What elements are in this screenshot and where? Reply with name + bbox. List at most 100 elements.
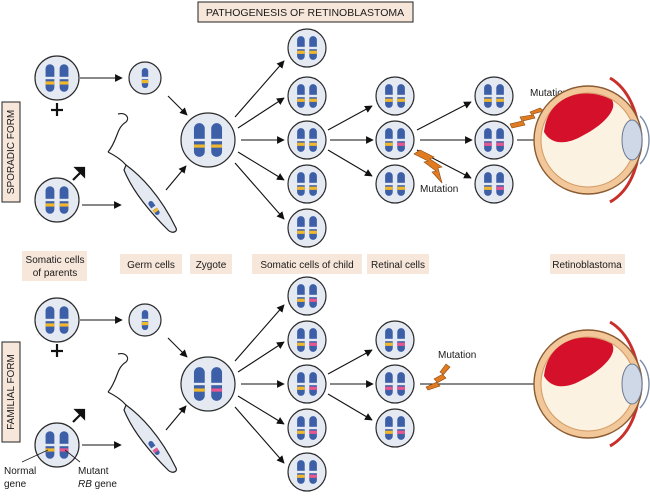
rb-gene-italic: RB <box>78 479 92 490</box>
normal-gene-band <box>297 98 305 102</box>
retinal-cell-carrier <box>375 320 415 360</box>
mutant-gene-band <box>397 142 405 146</box>
normal-gene-band <box>297 342 305 346</box>
centromere <box>308 294 318 298</box>
centromere <box>495 138 505 142</box>
cell-membrane <box>375 364 415 404</box>
normal-gene-label-line1: Normal <box>4 466 36 477</box>
normal-gene-band <box>59 81 69 85</box>
centromere <box>308 470 318 474</box>
normal-gene-band <box>141 80 149 84</box>
centromere <box>296 426 306 430</box>
centromere <box>45 318 55 322</box>
child-somatic-cell-carrier <box>287 452 327 492</box>
lightning-bolt-icon <box>413 149 443 184</box>
centromere <box>308 138 318 142</box>
centromere <box>193 382 206 386</box>
normal-gene-band <box>297 430 305 434</box>
male-symbol-icon <box>72 408 86 423</box>
cell-membrane <box>375 120 415 160</box>
normal-gene-band <box>484 98 492 102</box>
cell-membrane <box>287 276 327 316</box>
label-parents-line1: Somatic cells <box>26 255 85 266</box>
sporadic-sperm-cell <box>107 113 177 233</box>
cell-membrane <box>474 164 514 204</box>
child-somatic-cell-carrier <box>287 276 327 316</box>
familial-sperm-cell <box>107 353 177 473</box>
mutant-gene-band <box>496 186 504 190</box>
egg-cell <box>128 61 162 95</box>
column-labels: Somatic cells of parents Germ cells Zygo… <box>22 251 625 281</box>
retinal-cell-double-mutated <box>474 120 514 160</box>
mutant-gene-label-line1: Mutant <box>78 466 109 477</box>
child-somatic-cell <box>287 164 327 204</box>
cell-membrane <box>287 320 327 360</box>
retinal-cell <box>474 76 514 116</box>
cell-membrane <box>474 76 514 116</box>
cell-membrane <box>34 55 80 101</box>
centromere <box>141 318 149 322</box>
cell-membrane <box>287 164 327 204</box>
centromere <box>296 338 306 342</box>
normal-gene-band <box>397 186 405 190</box>
centromere <box>150 445 158 451</box>
mutant-gene-band <box>152 447 159 454</box>
label-germ-cells: Germ cells <box>127 260 175 271</box>
child-somatic-cell <box>287 28 327 68</box>
normal-gene-band <box>385 342 393 346</box>
centromere <box>396 426 406 430</box>
cell-membrane <box>180 356 236 412</box>
label-parents-line2: of parents <box>33 268 77 279</box>
centromere <box>296 46 306 50</box>
child-somatic-cell <box>287 76 327 116</box>
centromere <box>45 76 55 80</box>
normal-gene-band <box>59 203 69 207</box>
normal-gene-band <box>193 144 205 148</box>
normal-gene-band <box>193 388 205 392</box>
retinal-cell-mutated <box>474 164 514 204</box>
parent-male-cell <box>34 177 80 223</box>
centromere <box>384 94 394 98</box>
mutant-gene-band <box>59 448 69 452</box>
egg-cell <box>128 303 162 337</box>
sporadic-form-label: SPORADIC FORM <box>6 110 17 194</box>
mutant-gene-band <box>397 430 405 434</box>
normal-gene-band <box>297 50 305 54</box>
eye-tumor-icon <box>533 320 650 448</box>
cell-membrane <box>34 177 80 223</box>
centromere <box>396 338 406 342</box>
normal-gene-label-line2: gene <box>4 479 27 490</box>
centromere <box>483 182 493 186</box>
eye-tumor-icon <box>533 76 650 204</box>
centromere <box>59 76 69 80</box>
centromere <box>308 46 318 50</box>
cell-membrane <box>180 112 236 168</box>
tumor-mass <box>544 337 614 387</box>
normal-gene-band <box>309 50 317 54</box>
child-somatic-cell-carrier <box>287 364 327 404</box>
normal-gene-band <box>309 230 317 234</box>
centromere <box>59 443 69 447</box>
normal-gene-band <box>297 230 305 234</box>
normal-gene-band <box>309 186 317 190</box>
cell-membrane <box>375 320 415 360</box>
centromere <box>384 426 394 430</box>
centromere <box>59 198 69 202</box>
child-somatic-cell <box>287 208 327 248</box>
normal-gene-band <box>45 323 55 327</box>
retinal-cell <box>375 76 415 116</box>
centromere <box>193 138 206 142</box>
child-somatic-cell <box>287 120 327 160</box>
centromere <box>396 94 406 98</box>
mutant-gene-band <box>309 298 317 302</box>
normal-gene-band <box>385 186 393 190</box>
normal-gene-band <box>141 322 149 326</box>
centromere <box>296 226 306 230</box>
centromere <box>384 138 394 142</box>
cell-membrane <box>287 120 327 160</box>
familial-arrows <box>80 304 554 464</box>
normal-gene-band <box>45 81 55 85</box>
cell-membrane <box>287 28 327 68</box>
normal-gene-band <box>297 142 305 146</box>
mutant-gene-band <box>309 430 317 434</box>
